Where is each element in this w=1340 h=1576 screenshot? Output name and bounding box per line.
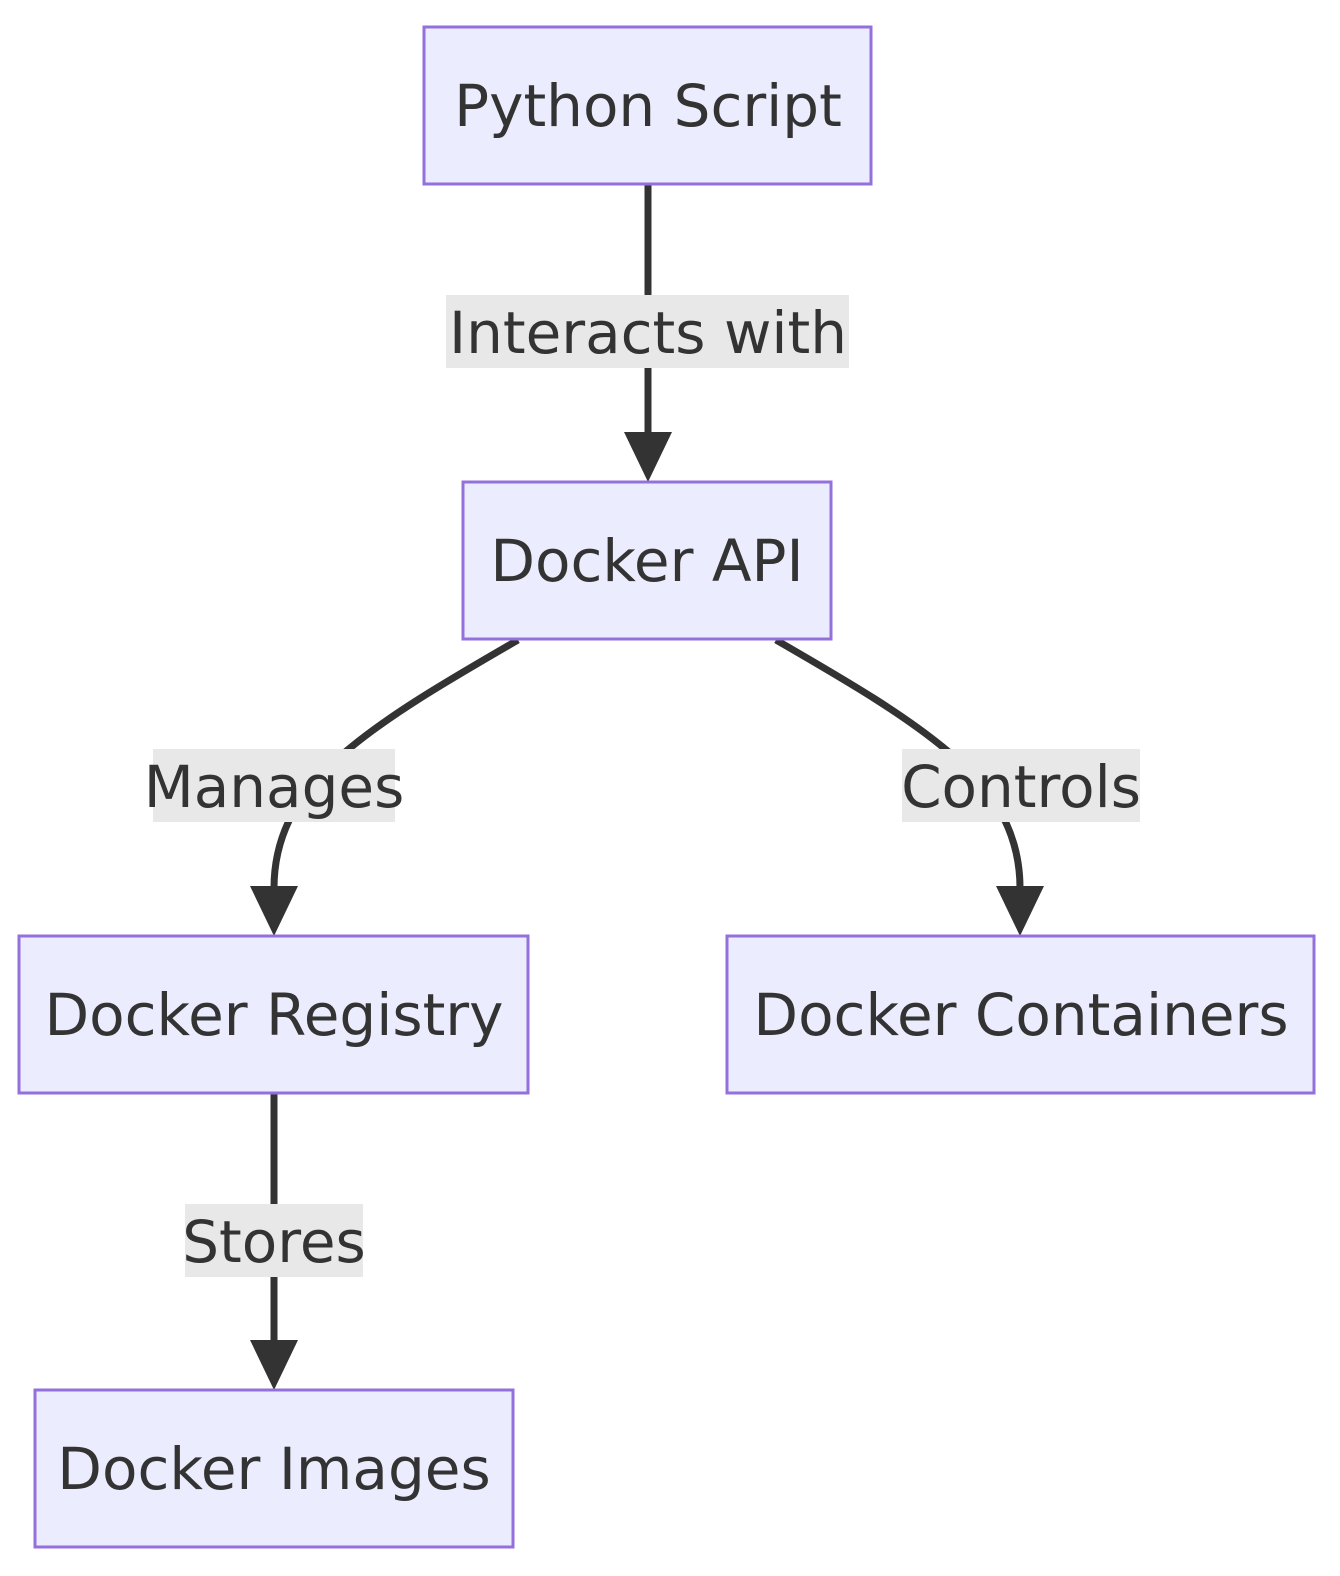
edge-label-interacts-with-text: Interacts with xyxy=(449,299,847,367)
edge-label-controls-text: Controls xyxy=(901,753,1141,821)
edge-label-controls: Controls xyxy=(901,749,1141,822)
edge-label-manages: Manages xyxy=(144,749,405,822)
edge-labels: Interacts with Manages Controls Stores xyxy=(144,295,1141,1277)
edge-label-stores: Stores xyxy=(182,1204,366,1277)
node-python-script-label: Python Script xyxy=(454,72,842,140)
node-docker-api-label: Docker API xyxy=(490,527,803,595)
edges xyxy=(250,185,1044,1390)
edge-label-stores-text: Stores xyxy=(182,1208,366,1276)
arrow-registry-to-images xyxy=(250,1340,298,1390)
edge-api-to-containers xyxy=(774,636,1024,889)
node-docker-registry[interactable]: Docker Registry xyxy=(17,934,530,1095)
node-docker-images-label: Docker Images xyxy=(57,1435,490,1503)
edge-label-manages-text: Manages xyxy=(144,753,405,821)
arrow-python-to-api xyxy=(624,432,672,482)
arrow-api-to-containers xyxy=(996,886,1044,936)
arrow-api-to-registry xyxy=(250,886,298,936)
node-docker-registry-label: Docker Registry xyxy=(45,981,504,1049)
node-docker-containers[interactable]: Docker Containers xyxy=(725,934,1316,1095)
node-docker-api[interactable]: Docker API xyxy=(461,480,833,641)
edge-label-interacts-with: Interacts with xyxy=(446,295,849,368)
node-docker-images[interactable]: Docker Images xyxy=(33,1388,515,1549)
nodes: Python Script Docker API Docker Registry… xyxy=(17,25,1316,1549)
edge-api-to-registry xyxy=(270,636,520,889)
node-python-script[interactable]: Python Script xyxy=(422,25,873,186)
node-docker-containers-label: Docker Containers xyxy=(753,981,1288,1049)
